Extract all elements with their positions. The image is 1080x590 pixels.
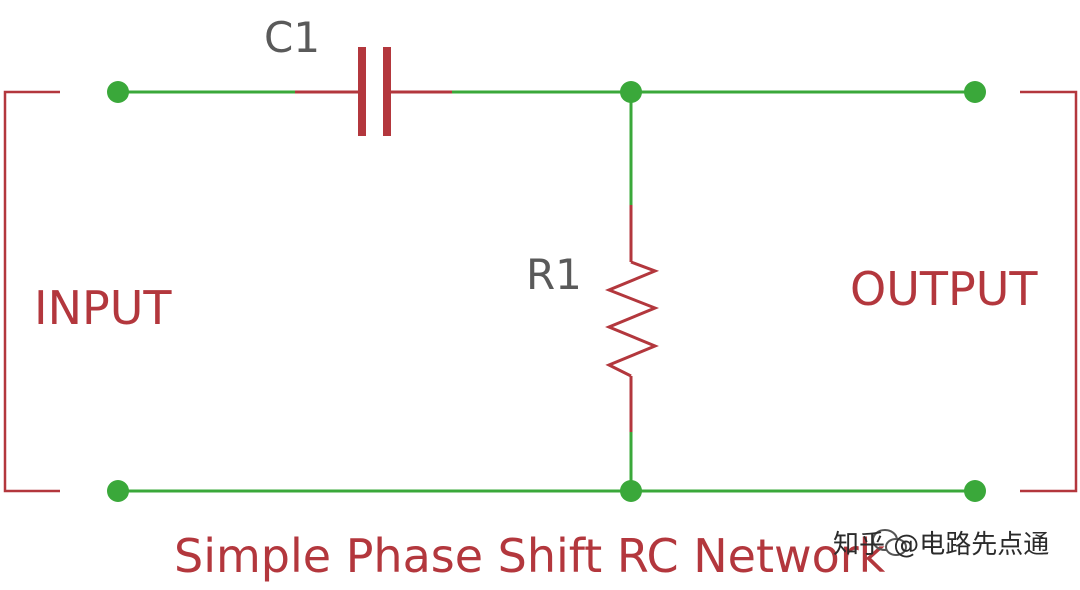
node-output-top: [964, 81, 986, 103]
input-label: INPUT: [34, 281, 172, 335]
output-bracket: [1020, 90, 1078, 493]
capacitor-plate-right: [383, 47, 391, 136]
diagram-title: Simple Phase Shift RC Network: [174, 529, 886, 583]
node-input-top: [107, 81, 129, 103]
output-label: OUTPUT: [850, 262, 1038, 316]
node-junction-top: [620, 81, 642, 103]
capacitor-label: C1: [264, 13, 320, 62]
watermark-text: 知乎 @电路先点通: [833, 530, 1049, 560]
capacitor-plate-left: [358, 47, 366, 136]
node-junction-bottom: [620, 480, 642, 502]
capacitor-c1: [358, 47, 391, 136]
resistor-zigzag: [604, 260, 660, 378]
wechat-icon: [872, 529, 907, 556]
node-input-bottom: [107, 480, 129, 502]
watermark: 知乎 @电路先点通: [833, 529, 1049, 560]
resistor-label: R1: [526, 250, 582, 299]
node-output-bottom: [964, 480, 986, 502]
resistor-r1: [604, 205, 660, 432]
input-bracket: [3, 90, 60, 493]
